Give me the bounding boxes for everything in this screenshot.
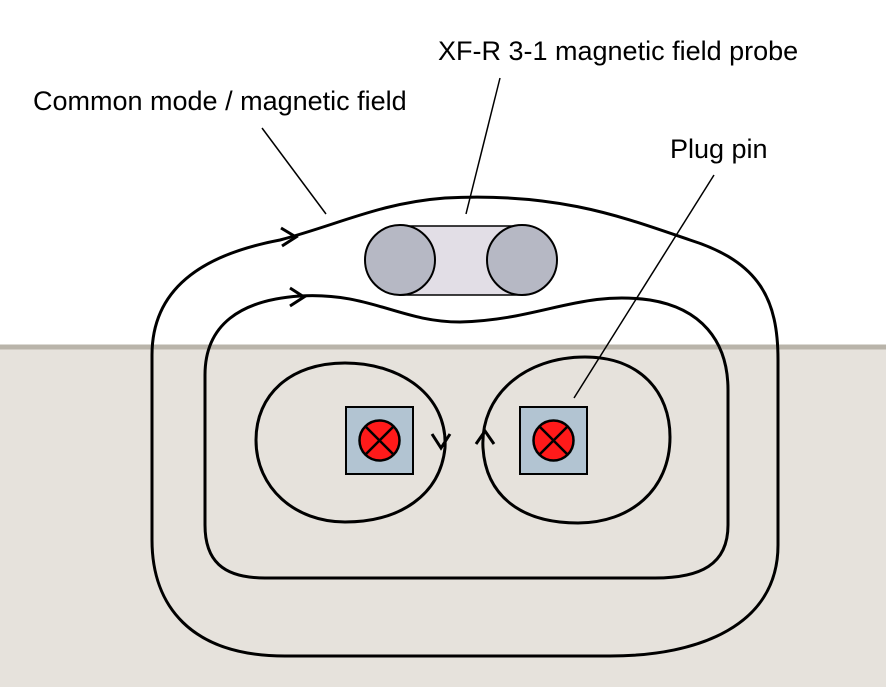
plug-pin-right xyxy=(519,406,588,475)
leader-probe xyxy=(465,77,501,215)
label-common-mode: Common mode / magnetic field xyxy=(33,86,407,116)
field-line-outer xyxy=(150,195,780,658)
current-into-page-x-icon xyxy=(365,426,394,455)
magnetic-probe-icon xyxy=(364,224,558,296)
label-plug-pin: Plug pin xyxy=(670,134,768,164)
probe-head-right xyxy=(486,224,558,296)
leader-common-mode xyxy=(261,127,327,215)
probe-head-left xyxy=(364,224,436,296)
arrow-middle-icon xyxy=(289,286,307,308)
field-line-right-pin xyxy=(481,355,672,525)
label-probe: XF-R 3-1 magnetic field probe xyxy=(438,36,799,66)
background-lower xyxy=(0,347,886,687)
arrow-outer-icon xyxy=(280,226,299,248)
arrow-right-pin-icon xyxy=(474,428,496,445)
plug-pin-left xyxy=(345,406,414,475)
arrow-left-pin-icon xyxy=(430,433,452,451)
field-line-left-pin xyxy=(254,361,447,524)
current-into-page-x-icon xyxy=(539,426,568,455)
leader-plug-pin xyxy=(573,174,715,399)
